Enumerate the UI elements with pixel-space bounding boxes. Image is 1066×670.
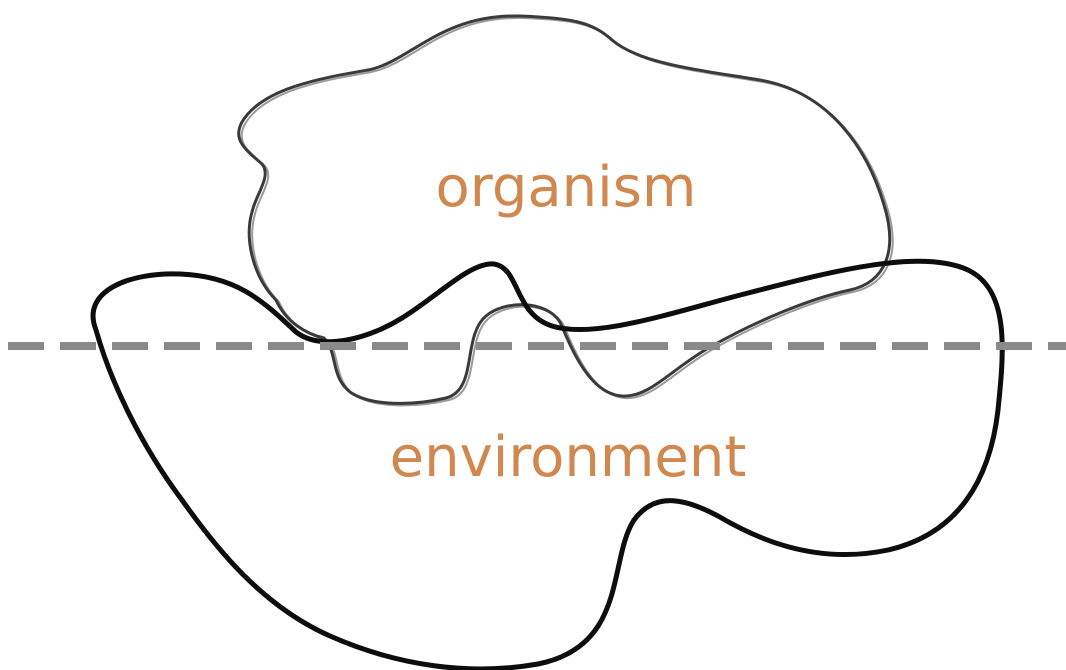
environment-label: environment: [390, 425, 747, 490]
organism-outline: [237, 14, 892, 405]
environment-outline: [90, 258, 1005, 670]
organism-label: organism: [436, 155, 697, 220]
